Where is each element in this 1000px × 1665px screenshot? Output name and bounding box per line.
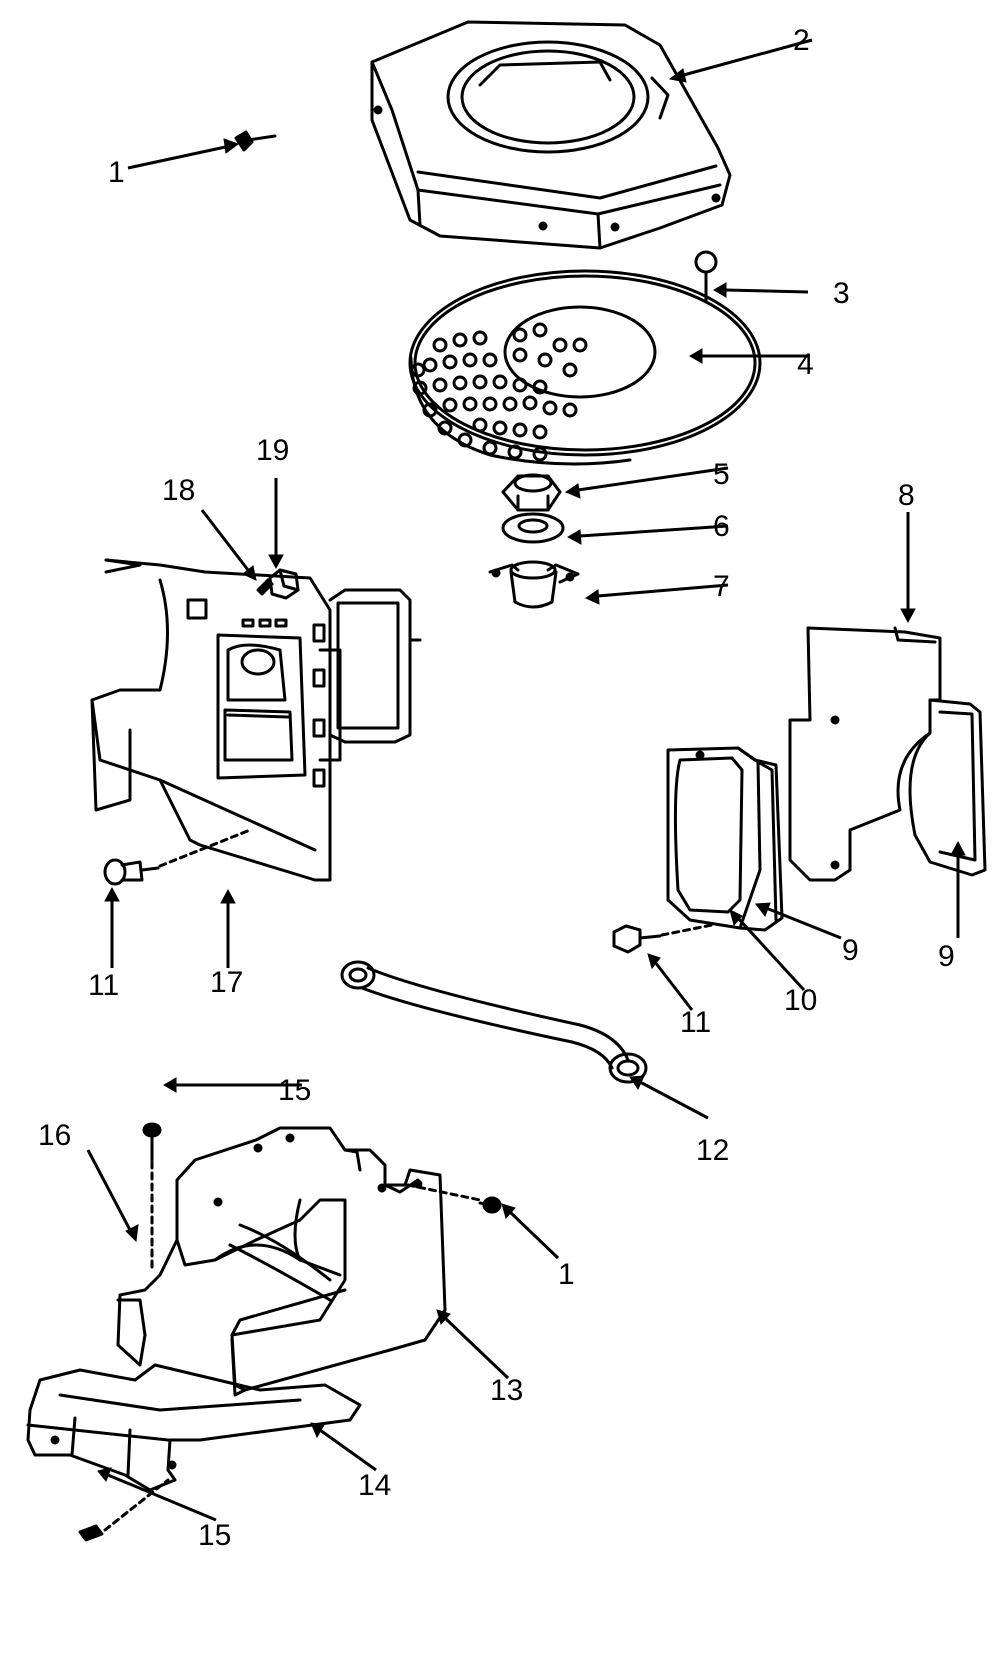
part-screw-15-upper [142,1122,162,1272]
part-flywheel-screen [408,269,762,466]
part-cylinder-baffle-right [788,626,942,882]
callout-12: 12 [696,1134,729,1167]
callout-16: 16 [38,1119,71,1152]
callout-7: 7 [713,570,730,603]
callout-9-left: 9 [842,934,859,967]
callout-15-lower: 15 [198,1519,231,1552]
part-screw-top [234,130,277,152]
part-breather-tube [340,960,648,1084]
callout-14: 14 [358,1469,391,1502]
part-filter-housing [666,746,784,932]
callout-1-lower: 1 [558,1258,575,1291]
part-blower-housing [370,20,732,250]
callout-13: 13 [490,1374,523,1407]
part-screw-15-lower [78,1524,104,1542]
callout-6: 6 [713,510,730,543]
part-starter-cup [488,560,580,609]
part-base-plate [26,1363,362,1532]
part-screw-left [103,828,252,886]
callout-4: 4 [797,348,814,381]
callout-11-left: 11 [88,969,119,1002]
part-screw-lower-right [478,1196,502,1214]
callout-3: 3 [833,277,850,310]
part-nut-19 [268,568,300,600]
callout-8: 8 [898,479,915,512]
callout-19: 19 [256,434,289,467]
part-cylinder-baffle-left [90,558,422,882]
callout-15-upper: 15 [278,1074,311,1107]
part-washer [501,512,565,544]
callout-11-right: 11 [680,1006,711,1039]
callout-9-right: 9 [938,940,955,973]
part-screw-right [612,923,714,954]
callout-18: 18 [162,474,195,507]
part-nut [501,473,562,512]
leader-lines [86,38,966,1522]
callout-17: 17 [210,966,243,999]
callout-2: 2 [793,24,810,57]
callout-5: 5 [713,458,730,491]
part-gasket-right [908,698,987,877]
part-lower-shroud [116,1126,482,1397]
callout-1-top: 1 [108,156,125,189]
callout-10: 10 [784,984,817,1017]
callout-numbers: 1 2 3 4 5 6 7 8 9 9 10 11 12 13 14 15 15… [38,24,955,1552]
